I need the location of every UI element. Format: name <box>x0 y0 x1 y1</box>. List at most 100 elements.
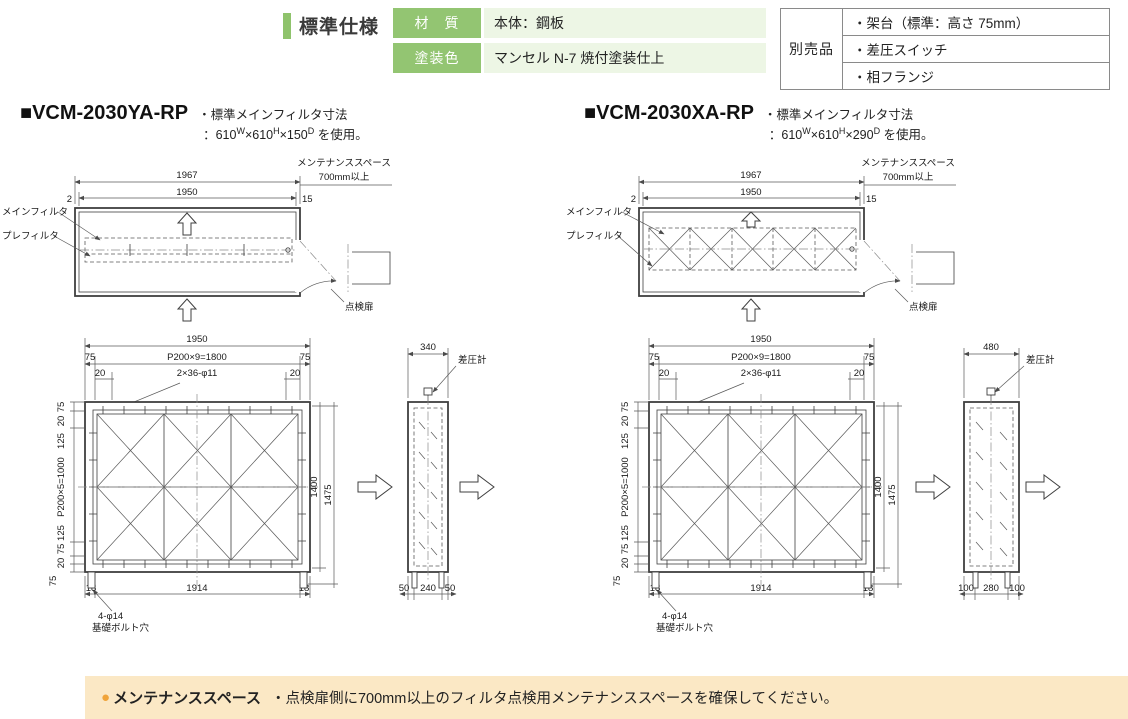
dim-1914: 1914 <box>750 583 771 594</box>
anchor-bolt-label: 基礎ボルト穴 <box>656 622 714 634</box>
flange-bolt-ticks <box>653 406 870 568</box>
dim-pitch-vertical: P200×5=1000 <box>56 457 67 517</box>
model-section-vcm-2030xa-rp: ■VCM-2030XA-RP ・標準メインフィルタ寸法 ：610W×610H×2… <box>564 102 1128 642</box>
optional-item-flange: ・相フランジ <box>853 70 935 85</box>
pre-filter-label: プレフィルタ <box>566 231 623 242</box>
dim-1950: 1950 <box>176 187 197 198</box>
sup-h: H <box>273 125 280 136</box>
dim-bolt-holes: 2×36-φ11 <box>741 368 782 379</box>
inspection-door-label: 点検扉 <box>909 301 938 313</box>
technical-drawing-ya: 1967 1950 2 15 メンテナンススペース 700mm以上 <box>2 158 495 634</box>
front-dimension-lines <box>634 338 902 612</box>
dim-bolt-holes: 2×36-φ11 <box>177 368 218 379</box>
maintenance-space-label: メンテナンススペース <box>297 158 391 169</box>
dim-1475: 1475 <box>323 484 334 505</box>
dim-1914: 1914 <box>186 583 207 594</box>
dim-seg: ×610 <box>810 127 839 142</box>
dim-v75-bottom: 75 <box>620 544 631 555</box>
airflow-arrow-icons <box>176 212 198 322</box>
main-filter-label: メインフィルタ <box>2 207 68 218</box>
inspection-door-swing <box>299 240 345 303</box>
dim-v125-bottom: 125 <box>620 525 631 541</box>
wall-section-symbol <box>911 244 955 292</box>
dim-base-75: 75 <box>612 576 623 587</box>
dim-seg: ×290 <box>845 127 874 142</box>
dim-75-left: 75 <box>85 352 96 363</box>
dim-foot-center: 240 <box>420 583 436 594</box>
side-view: 480 差圧計 100 280 100 <box>958 342 1055 600</box>
header: 標準仕様 材 質 本体：鋼板 塗装色 マンセル N-7 焼付塗装仕上 別売品 ・… <box>283 8 1126 90</box>
model-note-xa: ・標準メインフィルタ寸法 ：610W×610H×290D を使用。 <box>764 102 934 145</box>
dim-depth: 340 <box>420 342 436 353</box>
optional-parts-list: ・架台（標準：高さ 75mm） ・差圧スイッチ ・相フランジ <box>843 9 1110 89</box>
base-legs <box>87 571 308 589</box>
anchor-bolt-label: 基礎ボルト穴 <box>92 622 150 634</box>
dim-20-left: 20 <box>95 368 106 379</box>
dim-front-width: 1950 <box>186 334 207 345</box>
spec-row-paint: 塗装色 マンセル N-7 焼付塗装仕上 <box>393 43 767 73</box>
dim-v20-top: 20 <box>620 416 631 427</box>
dim-base-75: 75 <box>48 576 59 587</box>
anchor-bolt-dim: 4-φ14 <box>662 611 687 622</box>
spec-value-paint: マンセル N-7 焼付塗装仕上 <box>484 43 767 73</box>
filter-note-line1: ・標準メインフィルタ寸法 <box>763 108 914 122</box>
pressure-gauge-label: 差圧計 <box>1026 354 1055 366</box>
side-casing <box>963 401 1020 573</box>
dim-seg: ×150 <box>279 127 308 142</box>
dim-v125-top: 125 <box>56 433 67 449</box>
dim-15: 15 <box>866 194 877 205</box>
pressure-gauge-label: 差圧計 <box>458 354 487 366</box>
sup-w: W <box>802 125 811 136</box>
filter-leader-lines <box>53 211 101 257</box>
dim-v125-top: 125 <box>620 433 631 449</box>
top-view: 1967 1950 2 15 メンテナンススペース 700mm以上 <box>2 158 392 322</box>
maintenance-space-value: 700mm以上 <box>319 172 370 183</box>
dim-1475: 1475 <box>887 484 898 505</box>
catalog-page: 標準仕様 材 質 本体：鋼板 塗装色 マンセル N-7 焼付塗装仕上 別売品 ・… <box>0 8 1128 719</box>
dim-seg: を使用。 <box>314 127 368 142</box>
dim-18-right: 18 <box>863 583 874 594</box>
dim-1950: 1950 <box>740 187 761 198</box>
airflow-block-arrows <box>915 474 1061 500</box>
inspection-door-label: 点検扉 <box>345 301 374 313</box>
model-sections: ■VCM-2030YA-RP ・標準メインフィルタ寸法 ：610W×610H×1… <box>0 102 1128 642</box>
optional-parts-label: 別売品 <box>781 9 844 89</box>
spec-title-block: 標準仕様 <box>283 8 379 39</box>
spec-value-material: 本体：鋼板 <box>484 8 767 38</box>
filter-media-ticks <box>418 421 438 556</box>
dim-v75-top: 75 <box>620 402 631 413</box>
spec-label-paint: 塗装色 <box>393 43 482 73</box>
front-centerlines <box>78 394 318 586</box>
top-view: 1967 1950 2 15 メンテナンススペース 700mm以上 <box>566 158 956 322</box>
dim-seg: ：610 <box>768 127 803 142</box>
side-base-legs <box>411 571 445 589</box>
model-title-xa: ■VCM-2030XA-RP <box>584 102 754 124</box>
model-head-ya: ■VCM-2030YA-RP ・標準メインフィルタ寸法 ：610W×610H×1… <box>20 102 564 150</box>
dim-foot-center: 280 <box>983 583 999 594</box>
maintenance-space-value: 700mm以上 <box>883 172 934 183</box>
orange-bullet-icon: ● <box>101 689 111 706</box>
side-dimension-lines <box>959 348 1025 600</box>
dim-front-width: 1950 <box>750 334 771 345</box>
dim-18-right: 18 <box>299 583 310 594</box>
dim-v75-bottom: 75 <box>56 544 67 555</box>
front-view: 1950 75 P200×9=1800 75 20 2×36-φ11 20 75… <box>48 334 338 634</box>
dim-75-right: 75 <box>300 352 311 363</box>
dim-20-left: 20 <box>659 368 670 379</box>
sup-d: D <box>873 125 881 136</box>
dim-foot-left: 100 <box>958 583 974 594</box>
airflow-arrow-icons <box>740 211 762 322</box>
dim-2: 2 <box>67 194 72 205</box>
dim-seg: ：610 <box>203 127 237 142</box>
top-dimension-lines <box>74 176 392 206</box>
dim-pitch-vertical: P200×5=1000 <box>620 457 631 517</box>
green-accent-bar <box>283 12 291 39</box>
spec-row-material: 材 質 本体：鋼板 <box>393 8 767 38</box>
filter-media-ticks <box>975 421 1008 557</box>
dim-20-right: 20 <box>290 368 301 379</box>
flange-bolt-ticks <box>89 406 306 568</box>
filter-note-line1: ・標準メインフィルタ寸法 <box>198 108 348 122</box>
spec-label-material: 材 質 <box>393 8 482 38</box>
optional-item-stand: ・架台（標準：高さ 75mm） <box>843 9 1110 36</box>
top-dimension-lines <box>638 176 956 206</box>
